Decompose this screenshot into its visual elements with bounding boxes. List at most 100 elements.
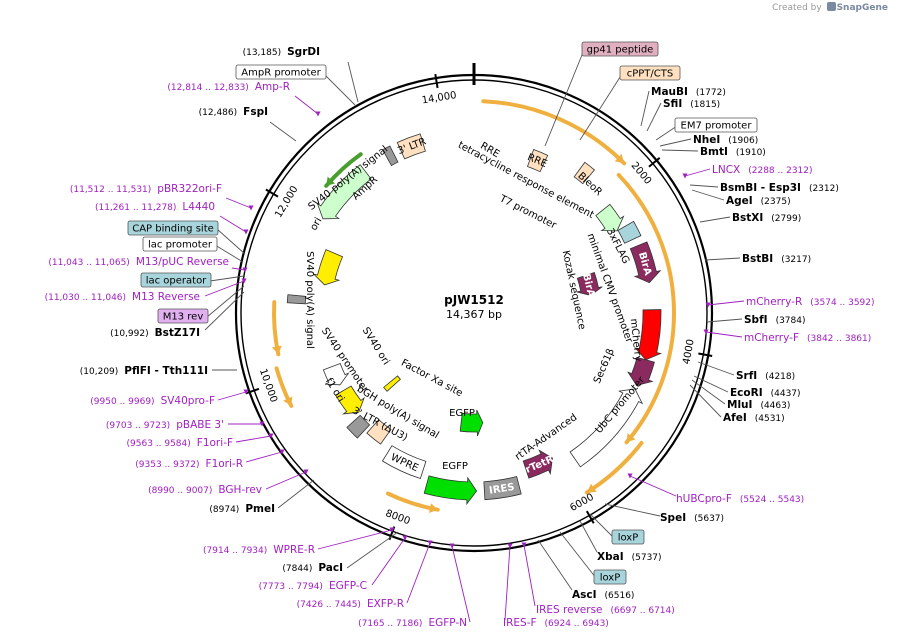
callout-label: EcoRI: [730, 387, 763, 399]
callout-sgrdi[interactable]: SgrDI(13,185): [243, 46, 359, 103]
callout-spei[interactable]: SpeI(5637): [604, 503, 724, 524]
callout-coord: (3574 .. 3592): [810, 298, 874, 308]
feature-cppt[interactable]: [573, 161, 595, 185]
callout-bsmbi-esp3i[interactable]: BsmBI - Esp3I(2312): [689, 182, 839, 194]
callout-ires-reverse[interactable]: IRES reverse(6697 .. 6714): [521, 542, 675, 617]
callout-f1ori-f[interactable]: F1ori-F(9563 .. 9584): [127, 433, 274, 450]
callout-bmti[interactable]: BmtI(1910): [661, 146, 766, 158]
callout-coord: (4531): [755, 414, 785, 424]
callout-label: SbfI: [744, 314, 768, 326]
feature-bgh[interactable]: [346, 414, 371, 439]
callout-lac-operator[interactable]: lac operator: [140, 272, 245, 288]
callout-srfi[interactable]: SrfI(4218): [697, 361, 795, 382]
callout-wpre-r[interactable]: WPRE-R(7914 .. 7934): [203, 527, 395, 557]
callout-xbai[interactable]: XbaI(5737): [579, 520, 662, 563]
callout-label: pBR322ori-F: [157, 183, 222, 195]
feature-label: BirA: [580, 273, 596, 299]
callout-nhei[interactable]: NheI(1906): [659, 134, 758, 147]
callout-leader: [265, 471, 307, 490]
primer-marker-icon: [243, 229, 249, 235]
callout-pmei[interactable]: PmeI(8974): [209, 479, 315, 515]
feature-ubc-promoter[interactable]: [569, 388, 644, 468]
feature-3-ltr[interactable]: [396, 133, 426, 160]
callout-m13-puc-reverse[interactable]: M13/pUC Reverse(11,043 .. 11,065): [48, 256, 248, 273]
callout-cppt-cts[interactable]: cPPT/CTS: [579, 65, 681, 141]
callout-amp-r[interactable]: Amp-R(12,814 .. 12,833): [167, 81, 321, 117]
callout-hubcpro-f[interactable]: hUBCpro-F(5524 .. 5543): [627, 473, 805, 506]
callout-leader: [699, 216, 731, 223]
feature-ampr[interactable]: [316, 164, 372, 220]
ruler-tick: [698, 352, 713, 357]
feature-bira-1[interactable]: [629, 241, 662, 284]
feature-sv40-ori[interactable]: [383, 375, 401, 392]
callout-leader: [707, 300, 745, 306]
callout-leader: [604, 503, 661, 517]
callout-label: EM7 promoter: [681, 121, 753, 132]
callout-ires-f[interactable]: IRES-F(6924 .. 6943): [503, 543, 609, 630]
callout-sv40pro-f[interactable]: SV40pro-F(9950 .. 9969): [90, 389, 249, 408]
callout-m13-reverse[interactable]: M13 Reverse(11,030 .. 11,046): [45, 278, 247, 304]
callout-afei[interactable]: AfeI(4531): [689, 384, 785, 424]
callout-coord: (6516): [605, 591, 635, 601]
callout-sfii[interactable]: SfiI(1815): [646, 98, 720, 132]
callout-ecori[interactable]: EcoRI(4437): [693, 375, 801, 399]
callout-leader: [697, 361, 735, 376]
feature-rtetr[interactable]: [522, 449, 553, 479]
callout-exfp-r[interactable]: EXFP-R(7426 .. 7445): [297, 540, 433, 611]
callout-asci[interactable]: AscI(6516): [537, 539, 635, 601]
callout-egfp-n[interactable]: EGFP-N(7165 .. 7186): [358, 543, 471, 630]
callout-pbabe-3[interactable]: pBABE 3'(9703 .. 9723): [106, 419, 265, 431]
feature-egfp-1[interactable]: [423, 475, 478, 506]
callout-coord: (5737): [632, 553, 662, 563]
feature-egfp-2[interactable]: [459, 409, 484, 437]
callout-loxp[interactable]: loxP: [559, 531, 627, 585]
callout-paci[interactable]: PacI(7844): [282, 531, 399, 574]
feature-rre[interactable]: [526, 149, 549, 173]
callout-bstbi[interactable]: BstBI(3217): [704, 253, 811, 265]
feature-sv40-polya-1[interactable]: [286, 294, 307, 305]
callout-bstz17i[interactable]: BstZ17I(10,992): [110, 291, 245, 339]
callout-f1ori-r[interactable]: F1ori-R(9353 .. 9372): [135, 449, 285, 471]
callout-bstxi[interactable]: BstXI(2799): [699, 212, 801, 224]
callout-pflfi-tth111i[interactable]: PflFI - Tth111I(10,209): [80, 365, 237, 377]
callout-cap-binding-site[interactable]: CAP binding site: [127, 220, 246, 255]
feature-ori[interactable]: [312, 249, 344, 286]
callout-maubi[interactable]: MauBI(1772): [640, 86, 726, 127]
callout-coord: (7844): [282, 564, 312, 574]
callout-m13-rev[interactable]: M13 rev: [157, 285, 245, 324]
callout-label: BsmBI - Esp3I: [720, 182, 801, 194]
feature-sv40-promoter[interactable]: [322, 362, 349, 386]
callout-label: mCherry-R: [746, 296, 802, 308]
feature-sv40-polya-2[interactable]: [382, 145, 399, 167]
callout-egfp-c[interactable]: EGFP-C(7773 .. 7794): [259, 535, 408, 593]
feature-wpre[interactable]: [381, 445, 427, 480]
feature-sec61b[interactable]: [627, 356, 655, 386]
callout-mcherry-f[interactable]: mCherry-F(3842 .. 3861): [703, 329, 872, 345]
feature-bira-2[interactable]: [576, 272, 603, 296]
callout-lncx[interactable]: LNCX(2288 .. 2312): [682, 164, 813, 179]
callout-leader: [589, 513, 615, 539]
callout-label: F1ori-F: [197, 437, 233, 449]
callout-pbr322ori-f[interactable]: pBR322ori-F(11,512 .. 11,531): [70, 183, 254, 211]
feature-bleor[interactable]: [595, 203, 625, 232]
feature-3xflag[interactable]: [617, 220, 642, 244]
callout-mcherry-r[interactable]: mCherry-R (3574 .. 3592): [705, 296, 875, 308]
feature-mcherry[interactable]: [634, 309, 662, 361]
callout-leader: [691, 379, 726, 405]
callout-mlui[interactable]: MluI(4463): [691, 379, 790, 411]
feature-f1-ori[interactable]: [335, 385, 365, 415]
feature-ires[interactable]: [483, 476, 522, 501]
callout-lac-promoter[interactable]: lac promoter: [142, 236, 244, 263]
callout-loxp[interactable]: loxP: [589, 513, 645, 545]
callout-l4440[interactable]: L4440(11,261 .. 11,278): [95, 201, 249, 235]
feature-3-ltr-du3[interactable]: [366, 419, 392, 445]
callout-fspi[interactable]: FspI(12,486): [199, 106, 297, 142]
callout-bgh-rev[interactable]: BGH-rev(8990 .. 9007): [148, 469, 309, 497]
callout-ampr-promoter[interactable]: AmpR promoter: [235, 64, 356, 106]
callout-gp41-peptide[interactable]: gp41 peptide: [544, 41, 659, 147]
callout-em7-promoter[interactable]: EM7 promoter: [655, 117, 758, 141]
callout-sbfi[interactable]: SbfI(3784): [706, 314, 806, 326]
callout-label: NheI: [693, 134, 720, 146]
callout-agei[interactable]: AgeI(2375): [691, 189, 791, 207]
callout-leader: [294, 95, 319, 115]
